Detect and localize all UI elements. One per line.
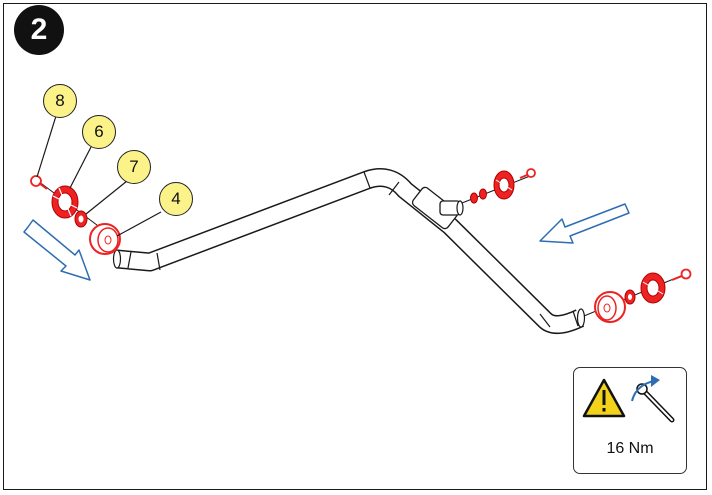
spacer-part-4 [89,223,121,255]
left-hardware [30,175,121,255]
torque-wrench-icon [631,375,675,423]
flange-part-6 [51,185,79,219]
step-number: 2 [30,13,48,46]
warning-triangle-icon [582,378,626,418]
step-number-badge: 2 [14,5,64,55]
torque-spec-panel: 16 Nm [573,367,687,474]
bolt-part-8 [30,175,48,190]
direction-arrow-left [23,219,91,281]
rail-pipe [112,168,586,334]
upper-right-hardware [461,168,536,204]
direction-arrow-right [539,203,630,244]
callout-leaders [36,115,162,237]
instruction-frame [3,3,707,490]
callout-7: 7 [117,150,151,184]
t-fitting [411,186,464,230]
lower-right-hardware [583,268,692,323]
callout-8: 8 [43,84,77,118]
callout-4: 4 [159,182,193,216]
callout-6: 6 [82,115,116,149]
torque-value: 16 Nm [606,440,654,457]
washer-part-7 [74,210,88,228]
